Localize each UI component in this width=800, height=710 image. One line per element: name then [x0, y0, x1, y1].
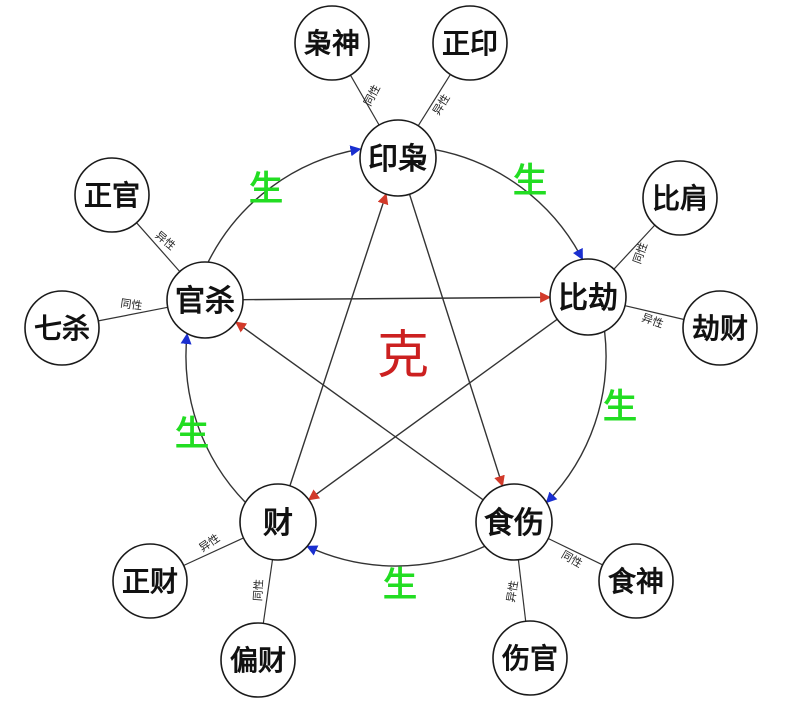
generate-arrow-bi-shi — [545, 331, 607, 504]
node-yin-label: 印枭 — [368, 142, 428, 177]
node-bi-label: 比劫 — [558, 281, 618, 316]
sub-node-label: 劫财 — [692, 312, 748, 345]
control-arrow-guan-bi — [242, 291, 552, 303]
spoke-guan — [136, 222, 181, 272]
sub-node-label: 伤官 — [501, 642, 558, 675]
generate-label: 生 — [603, 387, 637, 427]
sub-node-label: 比肩 — [652, 182, 708, 215]
sub-node-label: 正官 — [84, 179, 140, 212]
spoke-guan — [98, 306, 168, 322]
generate-arrow-cai-guan — [180, 333, 247, 503]
sub-node-label: 正财 — [122, 565, 178, 598]
sub-node-7: 正财 — [112, 543, 188, 619]
sub-node-3: 劫财 — [682, 290, 758, 366]
node-cai-label: 财 — [263, 506, 293, 541]
relation-tag: 同性 — [120, 296, 144, 313]
sub-node-label: 偏财 — [230, 644, 286, 677]
control-arrow-cai-yin — [289, 193, 389, 487]
spoke-yin — [417, 74, 451, 127]
spoke-bi — [624, 305, 685, 321]
edge-layer — [180, 145, 607, 567]
control-arrow-yin-shi — [408, 193, 505, 487]
sub-node-4: 食神 — [598, 543, 674, 619]
generate-label: 生 — [175, 414, 209, 454]
relation-tag: 同性 — [630, 240, 651, 265]
main-node-layer: 印枭 比劫 食伤 财 官杀 — [166, 119, 627, 561]
generate-arrow-shi-cai — [306, 545, 486, 567]
generate-label: 生 — [513, 161, 547, 201]
sub-node-1: 正印 — [432, 5, 508, 81]
generate-arrow-yin-bi — [435, 149, 584, 261]
control-label: 克 — [377, 326, 429, 386]
spoke-yin — [349, 74, 380, 126]
sub-node-6: 偏财 — [220, 622, 296, 698]
sub-node-label: 七杀 — [34, 312, 90, 345]
relation-tag: 同性 — [559, 547, 585, 570]
sub-node-label: 食神 — [608, 565, 664, 598]
relation-tag: 同性 — [360, 82, 383, 108]
spoke-shi — [517, 559, 527, 622]
generate-label: 生 — [249, 169, 283, 209]
relation-tag: 异性 — [429, 91, 453, 117]
node-yin: 印枭 — [359, 119, 437, 197]
node-cai: 财 — [239, 483, 317, 561]
node-guan-label: 官杀 — [175, 284, 235, 319]
spoke-shi — [547, 537, 603, 566]
sub-node-5: 伤官 — [492, 620, 568, 696]
relation-tag: 异性 — [153, 228, 179, 253]
node-shi-label: 食伤 — [484, 506, 544, 541]
node-bi: 比劫 — [549, 258, 627, 336]
sub-node-0: 枭神 — [294, 5, 370, 81]
sub-node-label: 枭神 — [304, 27, 360, 60]
generate-arrow-guan-yin — [207, 145, 362, 262]
sub-node-8: 正官 — [74, 157, 150, 233]
sub-node-label: 正印 — [442, 27, 498, 60]
relation-tag: 异性 — [503, 579, 521, 603]
relation-tag: 异性 — [196, 531, 222, 555]
sub-node-2: 比肩 — [642, 160, 718, 236]
generate-label-layer: 生生生生生 — [175, 161, 637, 605]
node-guan: 官杀 — [166, 261, 244, 339]
control-arrow-bi-cai — [307, 318, 558, 501]
control-arrow-shi-guan — [235, 321, 484, 501]
spoke-bi — [613, 224, 656, 270]
node-shi: 食伤 — [475, 483, 553, 561]
relation-tag: 异性 — [640, 310, 665, 331]
sub-node-9: 七杀 — [24, 290, 100, 366]
spoke-cai — [183, 537, 244, 567]
relation-tag: 同性 — [250, 579, 266, 602]
spoke-cai — [262, 559, 274, 624]
generate-label: 生 — [383, 565, 417, 605]
